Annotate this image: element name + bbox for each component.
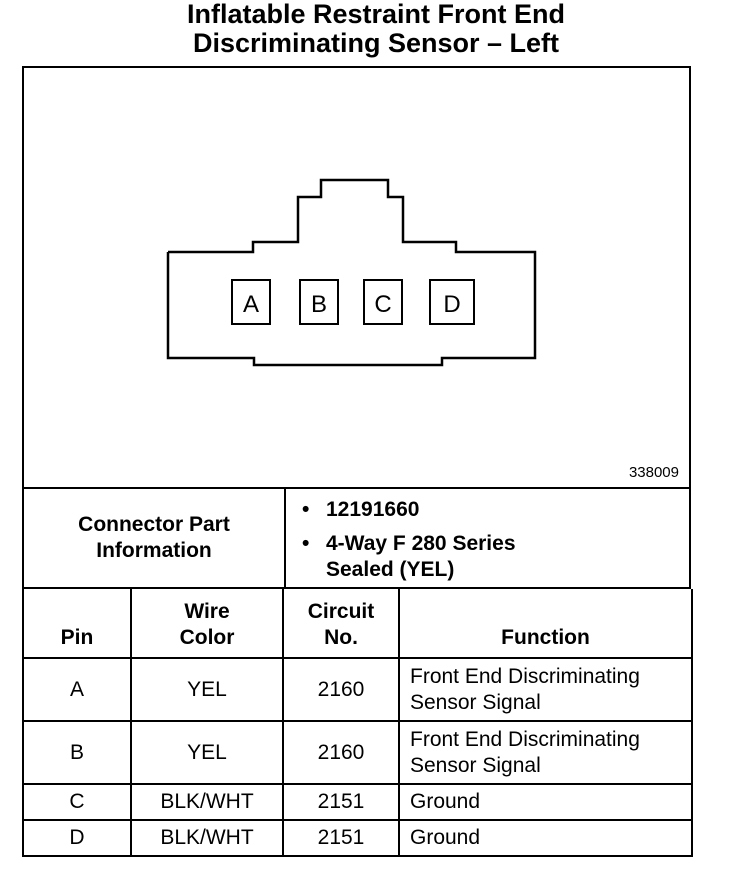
table-row: C BLK/WHT 2151 Ground (22, 783, 693, 821)
document-title: Inflatable Restraint Front End Discrimin… (0, 0, 752, 58)
figure-number: 338009 (628, 464, 679, 481)
cell-function: Ground (398, 783, 693, 821)
cell-circuit: 2151 (282, 819, 400, 857)
connector-type-line-1: 4-Way F 280 Series (326, 532, 516, 555)
function-line-1: Ground (410, 826, 481, 849)
title-line-1: Inflatable Restraint Front End (186, 0, 566, 29)
bullet-icon: • (302, 498, 310, 521)
function-line-2: Sensor Signal (410, 753, 541, 777)
cell-wire-color: YEL (130, 657, 284, 722)
connector-info-label-line-2: Information (96, 539, 212, 562)
connector-part-info: Connector Part Information • 12191660 • … (22, 487, 691, 589)
part-number: 12191660 (326, 498, 420, 521)
pin-label-d: D (443, 291, 460, 318)
function-line-1: Ground (410, 790, 481, 813)
header-pin: Pin (22, 589, 132, 659)
cell-circuit: 2151 (282, 783, 400, 821)
connector-info-label-line-1: Connector Part (78, 513, 230, 536)
list-item: • 12191660 (302, 497, 516, 523)
connector-outline (166, 178, 537, 367)
cell-pin: B (22, 720, 132, 785)
pin-cavity-d (429, 279, 475, 325)
table-row: A YEL 2160 Front End Discriminating Sens… (22, 657, 693, 722)
header-circuit-line-1: Circuit (307, 600, 375, 623)
header-wire-line-1: Wire (184, 600, 230, 623)
list-item: • 4-Way F 280 Series Sealed (YEL) (302, 531, 516, 583)
pinout-table: Pin Wire Color Circuit No. Function A YE… (22, 589, 693, 857)
connector-diagram: A B C D 338009 (22, 66, 691, 487)
cell-circuit: 2160 (282, 657, 400, 722)
cell-function: Ground (398, 819, 693, 857)
header-circuit-no: Circuit No. (282, 589, 400, 659)
header-wire-line-2: Color (179, 626, 235, 649)
table-header-row: Pin Wire Color Circuit No. Function (22, 589, 693, 659)
header-circuit-line-2: No. (324, 626, 358, 649)
cell-pin: D (22, 819, 132, 857)
header-wire-color: Wire Color (130, 589, 284, 659)
cell-circuit: 2160 (282, 720, 400, 785)
connector-face-drawing: A B C D (166, 178, 537, 367)
connector-info-label: Connector Part Information (24, 489, 286, 587)
connector-info-list: • 12191660 • 4-Way F 280 Series Sealed (… (302, 497, 516, 583)
function-line-2: Sensor Signal (410, 690, 541, 714)
pin-cavity-a (231, 279, 271, 325)
function-line-1: Front End Discriminating (410, 664, 640, 688)
cell-wire-color: BLK/WHT (130, 819, 284, 857)
cell-pin: C (22, 783, 132, 821)
pin-cavity-c (363, 279, 403, 325)
cell-wire-color: BLK/WHT (130, 783, 284, 821)
title-line-2: Discriminating Sensor – Left (192, 28, 560, 58)
function-line-1: Front End Discriminating (410, 727, 640, 751)
table-row: B YEL 2160 Front End Discriminating Sens… (22, 720, 693, 785)
cell-wire-color: YEL (130, 720, 284, 785)
cell-function: Front End Discriminating Sensor Signal (398, 657, 693, 722)
header-function: Function (398, 589, 693, 659)
pin-label-b: B (311, 291, 327, 318)
table-row: D BLK/WHT 2151 Ground (22, 819, 693, 857)
cell-pin: A (22, 657, 132, 722)
cell-function: Front End Discriminating Sensor Signal (398, 720, 693, 785)
pin-cavity-b (299, 279, 339, 325)
connector-type-line-2: Sealed (YEL) (326, 558, 455, 581)
pin-label-a: A (243, 291, 259, 318)
pin-label-c: C (374, 291, 391, 318)
bullet-icon: • (302, 532, 310, 555)
